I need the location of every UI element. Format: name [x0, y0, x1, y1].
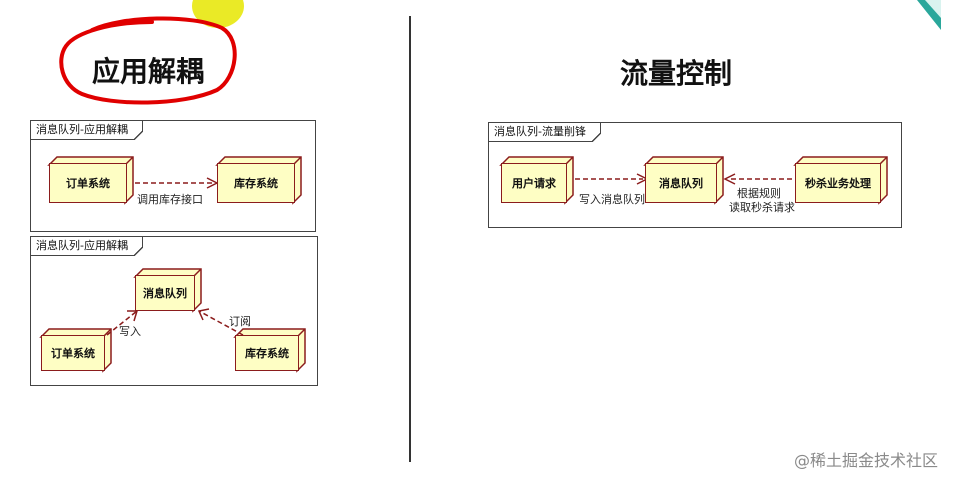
frame-label: 消息队列-应用解耦 — [30, 236, 143, 256]
inventory-system-node: 库存系统 — [233, 328, 306, 373]
frame-label: 消息队列-应用解耦 — [30, 120, 143, 140]
edge-label: 调用库存接口 — [137, 193, 203, 206]
subscribe-label: 订阅 — [229, 315, 251, 328]
left-title: 应用解耦 — [92, 55, 205, 88]
write-label: 写入 — [119, 325, 141, 338]
write-arrow — [106, 308, 244, 336]
user-request-node: 用户请求 — [499, 156, 574, 205]
diagram-frame-peak-shaving: 消息队列-流量削锋 用户请求 写入消息队列 消息队列 根据规则 读取秒杀请求 秒… — [488, 122, 902, 228]
read-label-line2: 读取秒杀请求 — [729, 201, 795, 214]
inventory-system-node: 库存系统 — [215, 156, 302, 205]
write-label: 写入消息队列 — [579, 193, 645, 206]
read-label-line1: 根据规则 — [737, 187, 781, 200]
read-arrow — [723, 173, 799, 185]
column-divider — [409, 16, 411, 462]
watermark: @稀土掘金技术社区 — [793, 451, 938, 470]
queue-node: 消息队列 — [643, 156, 724, 205]
queue-node: 消息队列 — [133, 268, 202, 313]
seckill-processing-node: 秒杀业务处理 — [793, 156, 888, 205]
order-system-node: 订单系统 — [47, 156, 134, 205]
red-circle-annotation — [52, 8, 240, 108]
right-title: 流量控制 — [620, 57, 733, 90]
diagram-frame-queue: 消息队列-应用解耦 消息队列 订单系统 库存系统 写入 订阅 — [30, 236, 318, 386]
write-arrow — [575, 173, 649, 185]
dependency-arrow — [135, 177, 219, 189]
frame-label: 消息队列-流量削锋 — [488, 122, 601, 142]
corner-accent-icon — [905, 0, 945, 40]
diagram-frame-direct: 消息队列-应用解耦 订单系统 调用库存接口 库存系统 — [30, 120, 316, 232]
order-system-node: 订单系统 — [39, 328, 112, 373]
